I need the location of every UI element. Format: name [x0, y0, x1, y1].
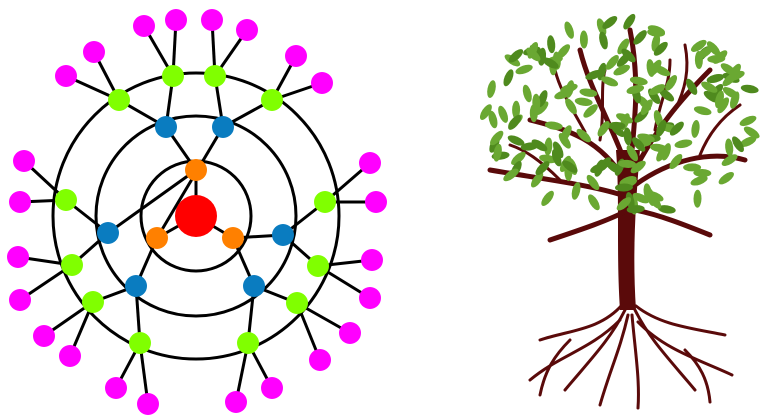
branch-7 — [635, 210, 710, 235]
leaf-node-4 — [83, 41, 105, 63]
leaf-node-6 — [55, 65, 77, 87]
tree-nodes — [7, 9, 387, 415]
level3-node-1 — [204, 65, 226, 87]
leaf-node-16 — [33, 325, 55, 347]
level3-node-10 — [129, 332, 151, 354]
root-3 — [632, 315, 638, 408]
leaf-node-15 — [359, 287, 381, 309]
root-6 — [530, 320, 620, 380]
root-9 — [685, 350, 710, 402]
level1-node-2 — [222, 227, 244, 249]
leaf-151 — [586, 193, 602, 213]
leaf-node-18 — [59, 345, 81, 367]
leaf-153 — [546, 35, 556, 54]
leaf-131 — [496, 104, 510, 124]
leaf-node-22 — [137, 393, 159, 415]
leaf-124 — [674, 138, 693, 149]
radial-tree-diagram — [0, 0, 400, 416]
leaf-node-1 — [165, 9, 187, 31]
level3-node-5 — [314, 191, 336, 213]
leaf-node-0 — [133, 15, 155, 37]
leaf-node-13 — [361, 249, 383, 271]
level3-node-4 — [55, 189, 77, 211]
leaf-node-23 — [225, 391, 247, 413]
level2-node-1 — [212, 116, 234, 138]
leaf-61 — [690, 119, 700, 138]
level3-node-9 — [286, 292, 308, 314]
leaf-156 — [501, 68, 515, 88]
leaf-76 — [693, 190, 701, 208]
level2-node-5 — [243, 275, 265, 297]
level1-node-0 — [185, 159, 207, 181]
level2-node-3 — [272, 224, 294, 246]
leaf-23 — [562, 20, 575, 40]
tree-roots — [530, 305, 732, 408]
leaf-112 — [574, 97, 593, 107]
leaf-node-11 — [365, 191, 387, 213]
leaf-node-12 — [7, 246, 29, 268]
level3-node-6 — [61, 254, 83, 276]
level3-node-0 — [162, 65, 184, 87]
leaf-134 — [629, 75, 648, 86]
level1-node-1 — [146, 227, 168, 249]
leaf-node-14 — [9, 289, 31, 311]
leaf-140 — [738, 114, 758, 129]
leaf-node-9 — [359, 152, 381, 174]
leaf-node-5 — [285, 45, 307, 67]
leaf-node-8 — [13, 150, 35, 172]
level2-node-0 — [155, 116, 177, 138]
level3-node-7 — [307, 255, 329, 277]
leaf-node-19 — [309, 349, 331, 371]
leaf-node-21 — [261, 377, 283, 399]
leaf-node-10 — [9, 191, 31, 213]
leaf-123 — [740, 83, 759, 94]
leaf-node-3 — [236, 19, 258, 41]
leaf-135 — [598, 31, 610, 50]
level2-node-2 — [97, 222, 119, 244]
root-8 — [540, 340, 570, 395]
leaf-92 — [539, 189, 556, 208]
branch-6 — [550, 210, 628, 240]
leaf-node-7 — [311, 72, 333, 94]
leaf-91 — [693, 105, 712, 117]
level2-node-4 — [125, 275, 147, 297]
leaf-node-17 — [339, 322, 361, 344]
leaf-163 — [486, 79, 498, 98]
level3-node-3 — [261, 89, 283, 111]
leaf-95 — [717, 170, 736, 187]
tree-illustration — [470, 10, 760, 410]
level3-node-2 — [108, 89, 130, 111]
leaf-14 — [521, 84, 533, 103]
leaf-node-2 — [201, 9, 223, 31]
level3-node-8 — [82, 291, 104, 313]
root-node — [175, 195, 217, 237]
level3-node-11 — [237, 332, 259, 354]
leaf-node-20 — [105, 377, 127, 399]
leaf-44 — [580, 30, 588, 48]
